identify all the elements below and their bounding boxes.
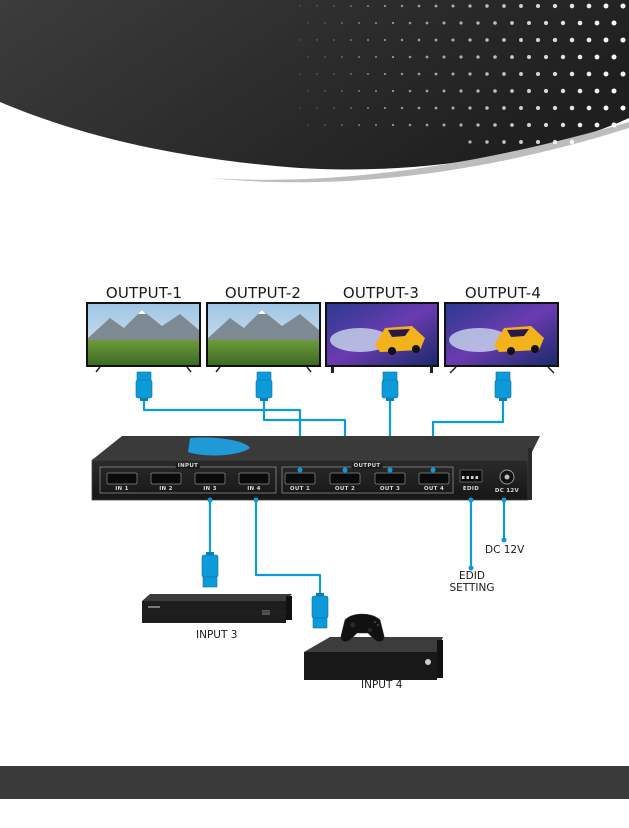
edid-callout-line2: SETTING bbox=[449, 582, 494, 594]
port-out-1: OUT 1 bbox=[290, 486, 310, 492]
input-group-label: INPUT bbox=[176, 463, 200, 469]
dc-port-label: DC 12V bbox=[495, 488, 519, 494]
edid-callout-line1: EDID bbox=[459, 570, 485, 582]
footer-bar bbox=[0, 766, 629, 799]
output-group-label: OUTPUT bbox=[352, 463, 383, 469]
port-in-3: IN 3 bbox=[203, 486, 217, 492]
input-4-callout: INPUT 4 bbox=[361, 679, 402, 691]
tv-output-1 bbox=[86, 302, 201, 372]
port-in-1: IN 1 bbox=[115, 486, 129, 492]
input-3-callout: INPUT 3 bbox=[196, 629, 237, 641]
hdmi-plugs-top bbox=[136, 372, 511, 401]
port-out-2: OUT 2 bbox=[335, 486, 355, 492]
edid-port-label: EDID bbox=[463, 486, 479, 492]
port-in-2: IN 2 bbox=[159, 486, 173, 492]
tv-output-4 bbox=[444, 302, 559, 373]
port-out-3: OUT 3 bbox=[380, 486, 400, 492]
tv-output-2 bbox=[206, 302, 321, 372]
dc-callout: DC 12V bbox=[485, 544, 524, 556]
port-in-4: IN 4 bbox=[247, 486, 261, 492]
connection-diagram bbox=[0, 0, 629, 766]
port-out-4: OUT 4 bbox=[424, 486, 444, 492]
bluray-player bbox=[142, 594, 292, 623]
tv-output-3 bbox=[325, 302, 439, 373]
